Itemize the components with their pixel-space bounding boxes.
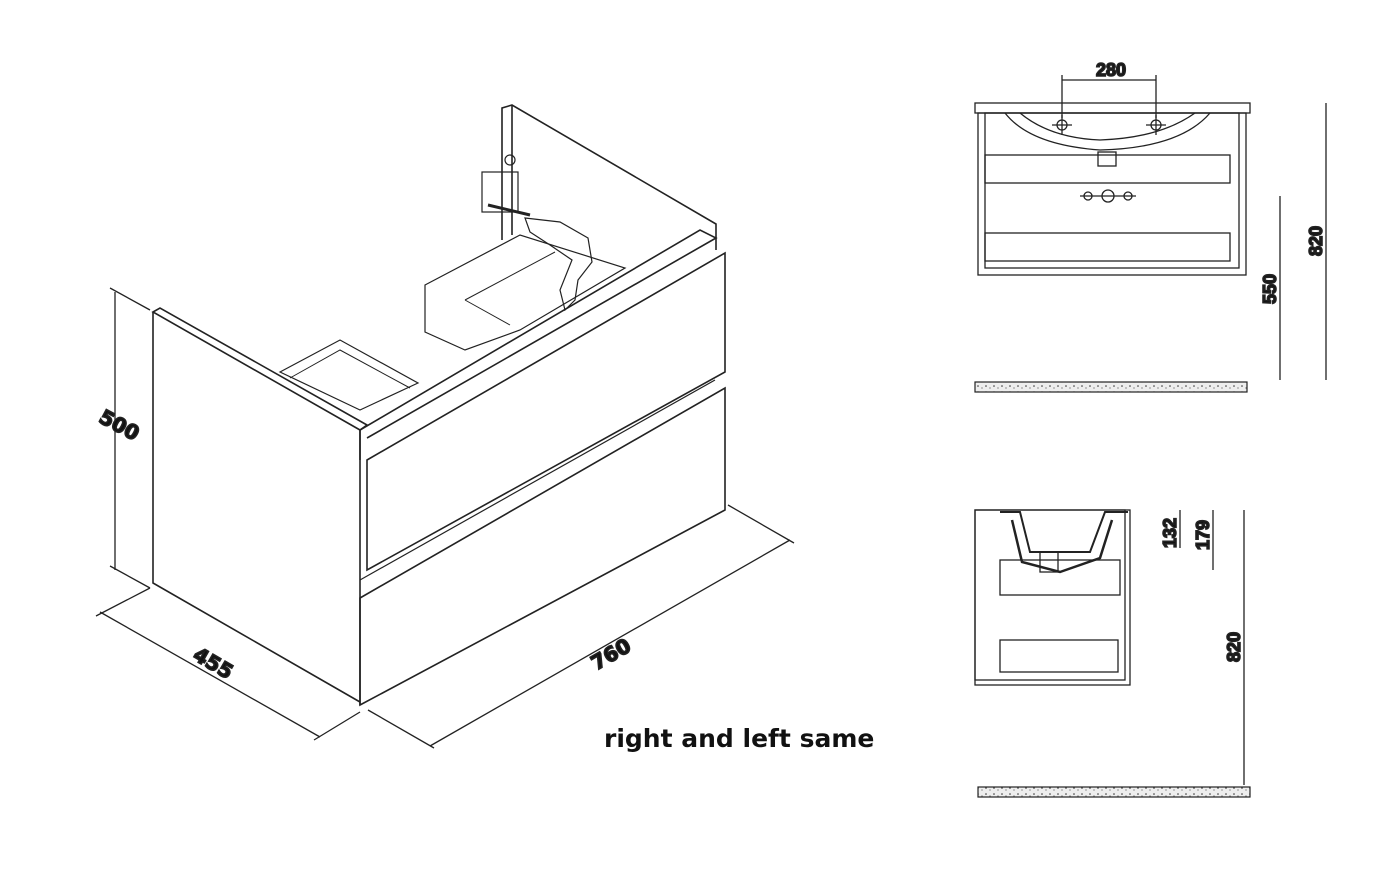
- dim-500: [109, 287, 151, 589]
- drill-bracket-illustration: [481, 154, 593, 312]
- depth-dim-label: 455: [189, 642, 237, 684]
- mount-height-dim-label: 550: [1260, 274, 1280, 304]
- tap-spacing-dim-label: 280: [1096, 60, 1126, 80]
- floor-front: [974, 381, 1248, 393]
- front-view: [974, 75, 1327, 380]
- caption: right and left same: [604, 724, 875, 753]
- dim-760: [367, 504, 795, 749]
- height-dim-label: 500: [95, 405, 143, 446]
- side-view: [974, 509, 1245, 785]
- side-height-dim-label: 820: [1224, 632, 1244, 662]
- basin-depth-dim-label: 132: [1160, 518, 1180, 548]
- basin-top-dim-label: 179: [1193, 520, 1213, 550]
- dim-455: [95, 587, 361, 741]
- width-dim-label: 760: [587, 633, 635, 675]
- isometric-cabinet: [151, 104, 726, 707]
- front-height-dim-label: 820: [1306, 226, 1326, 256]
- floor-side: [977, 786, 1251, 798]
